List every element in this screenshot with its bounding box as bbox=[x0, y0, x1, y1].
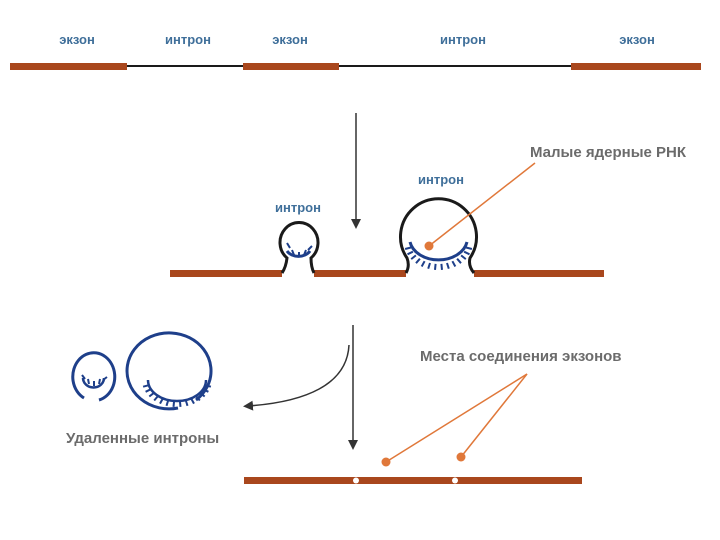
bristle-tick bbox=[428, 263, 430, 269]
exon-mid-2 bbox=[314, 270, 406, 277]
junction-pointer-line-2 bbox=[461, 374, 527, 457]
bristle-tick bbox=[466, 248, 472, 250]
bristle-tick bbox=[160, 398, 163, 403]
junction-pointer-dot-2 bbox=[457, 453, 466, 462]
bristle-tick bbox=[464, 252, 469, 255]
junction-pointer-dot-1 bbox=[382, 458, 391, 467]
junction-point-2 bbox=[452, 478, 458, 484]
exon-label-3: экзон bbox=[619, 32, 655, 47]
bristle-tick bbox=[408, 252, 413, 255]
bristle-tick bbox=[461, 255, 466, 259]
bristle-tick bbox=[411, 255, 416, 259]
junctions-label: Места соединения экзонов bbox=[420, 348, 622, 365]
bristle-tick bbox=[441, 264, 442, 270]
bristle-tick bbox=[191, 398, 194, 403]
bristle-tick bbox=[457, 259, 461, 264]
exon-label-2: экзон bbox=[272, 32, 308, 47]
removed-introns: Удаленные интроны bbox=[66, 333, 219, 447]
intron-label-loop-small: интрон bbox=[275, 200, 321, 215]
bristle-tick bbox=[405, 248, 411, 250]
junction-point-1 bbox=[353, 478, 359, 484]
curved-arrow-removed bbox=[248, 345, 349, 406]
exon-segment-2 bbox=[243, 63, 339, 70]
bristle-tick bbox=[180, 401, 181, 407]
junction-pointer-line-1 bbox=[386, 374, 527, 462]
exon-label-1: экзон bbox=[59, 32, 95, 47]
intron-label-2: интрон bbox=[440, 32, 486, 47]
bristle-tick bbox=[154, 396, 158, 401]
intron-loop-small bbox=[280, 222, 318, 273]
removed-introns-label: Удаленные интроны bbox=[66, 430, 219, 447]
exon-mid-3 bbox=[474, 270, 604, 277]
mature-mrna-strand bbox=[244, 477, 582, 484]
intron-label-loop-large: интрон bbox=[418, 172, 464, 187]
exon-mid-1 bbox=[170, 270, 282, 277]
intron-loop-large bbox=[401, 199, 477, 273]
bristle-tick bbox=[146, 389, 151, 392]
bristle-tick bbox=[149, 393, 154, 397]
bristle-tick bbox=[452, 261, 455, 266]
bristle-tick bbox=[447, 263, 449, 269]
exon-segment-3 bbox=[571, 63, 701, 70]
snrna-label: Малые ядерные РНК bbox=[530, 144, 687, 161]
spliceosome-stage: интрон интрон Малые ядерные РНК bbox=[170, 144, 687, 277]
exon-segment-1 bbox=[10, 63, 127, 70]
intron-label-1: интрон bbox=[165, 32, 211, 47]
mature-mrna: Места соединения экзонов bbox=[244, 348, 622, 484]
bristle-tick bbox=[174, 401, 175, 407]
bristle-tick bbox=[435, 264, 436, 270]
bristle-tick bbox=[416, 259, 420, 264]
removed-intron-small bbox=[73, 353, 115, 400]
pre-mrna: экзон интрон экзон интрон экзон bbox=[10, 32, 701, 70]
bristle-tick bbox=[422, 261, 425, 266]
snrna-large bbox=[410, 242, 467, 260]
